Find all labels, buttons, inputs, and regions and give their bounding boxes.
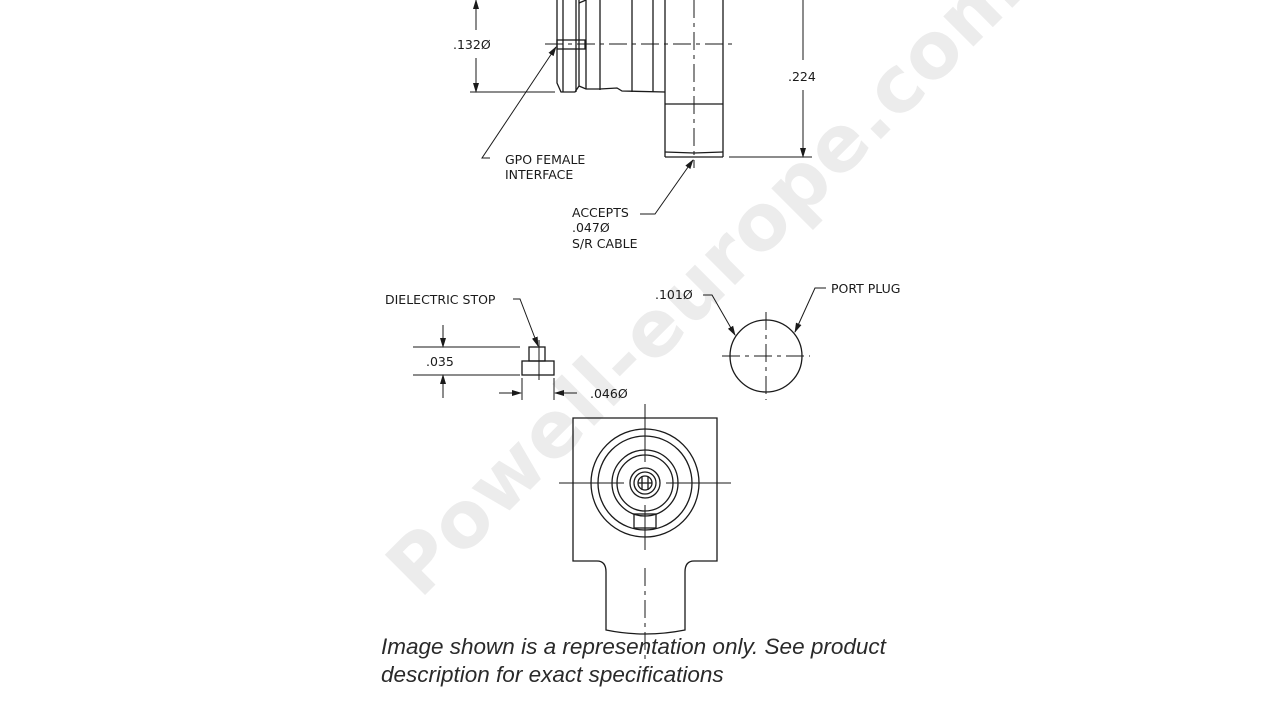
side-view: .132Ø .224 GPO FEMALE INTERFACE ACCEPTS …: [453, 0, 816, 251]
callout-gpo-line1: GPO FEMALE: [505, 152, 585, 167]
dielectric-stop-view: DIELECTRIC STOP .035 .046Ø: [385, 292, 628, 401]
callout-gpo-line2: INTERFACE: [505, 167, 573, 182]
callout-cable-line1: ACCEPTS: [572, 205, 629, 220]
dim-port-plug-diameter: .101Ø: [655, 287, 693, 302]
disclaimer-caption: Image shown is a representation only. Se…: [381, 633, 941, 689]
dim-dielectric-height: .035: [426, 354, 454, 369]
port-plug-label: PORT PLUG: [831, 281, 900, 296]
dim-interface-diameter: .132Ø: [453, 37, 491, 52]
callout-cable-line2: .047Ø: [572, 220, 610, 235]
caption-line-2: description for exact specifications: [381, 662, 724, 687]
dim-height: .224: [788, 69, 816, 84]
port-plug-view: .101Ø PORT PLUG: [655, 281, 900, 400]
front-view: [559, 404, 731, 660]
caption-line-1: Image shown is a representation only. Se…: [381, 634, 886, 659]
dim-dielectric-diameter: .046Ø: [590, 386, 628, 401]
dielectric-stop-label: DIELECTRIC STOP: [385, 292, 496, 307]
callout-cable-line3: S/R CABLE: [572, 236, 638, 251]
